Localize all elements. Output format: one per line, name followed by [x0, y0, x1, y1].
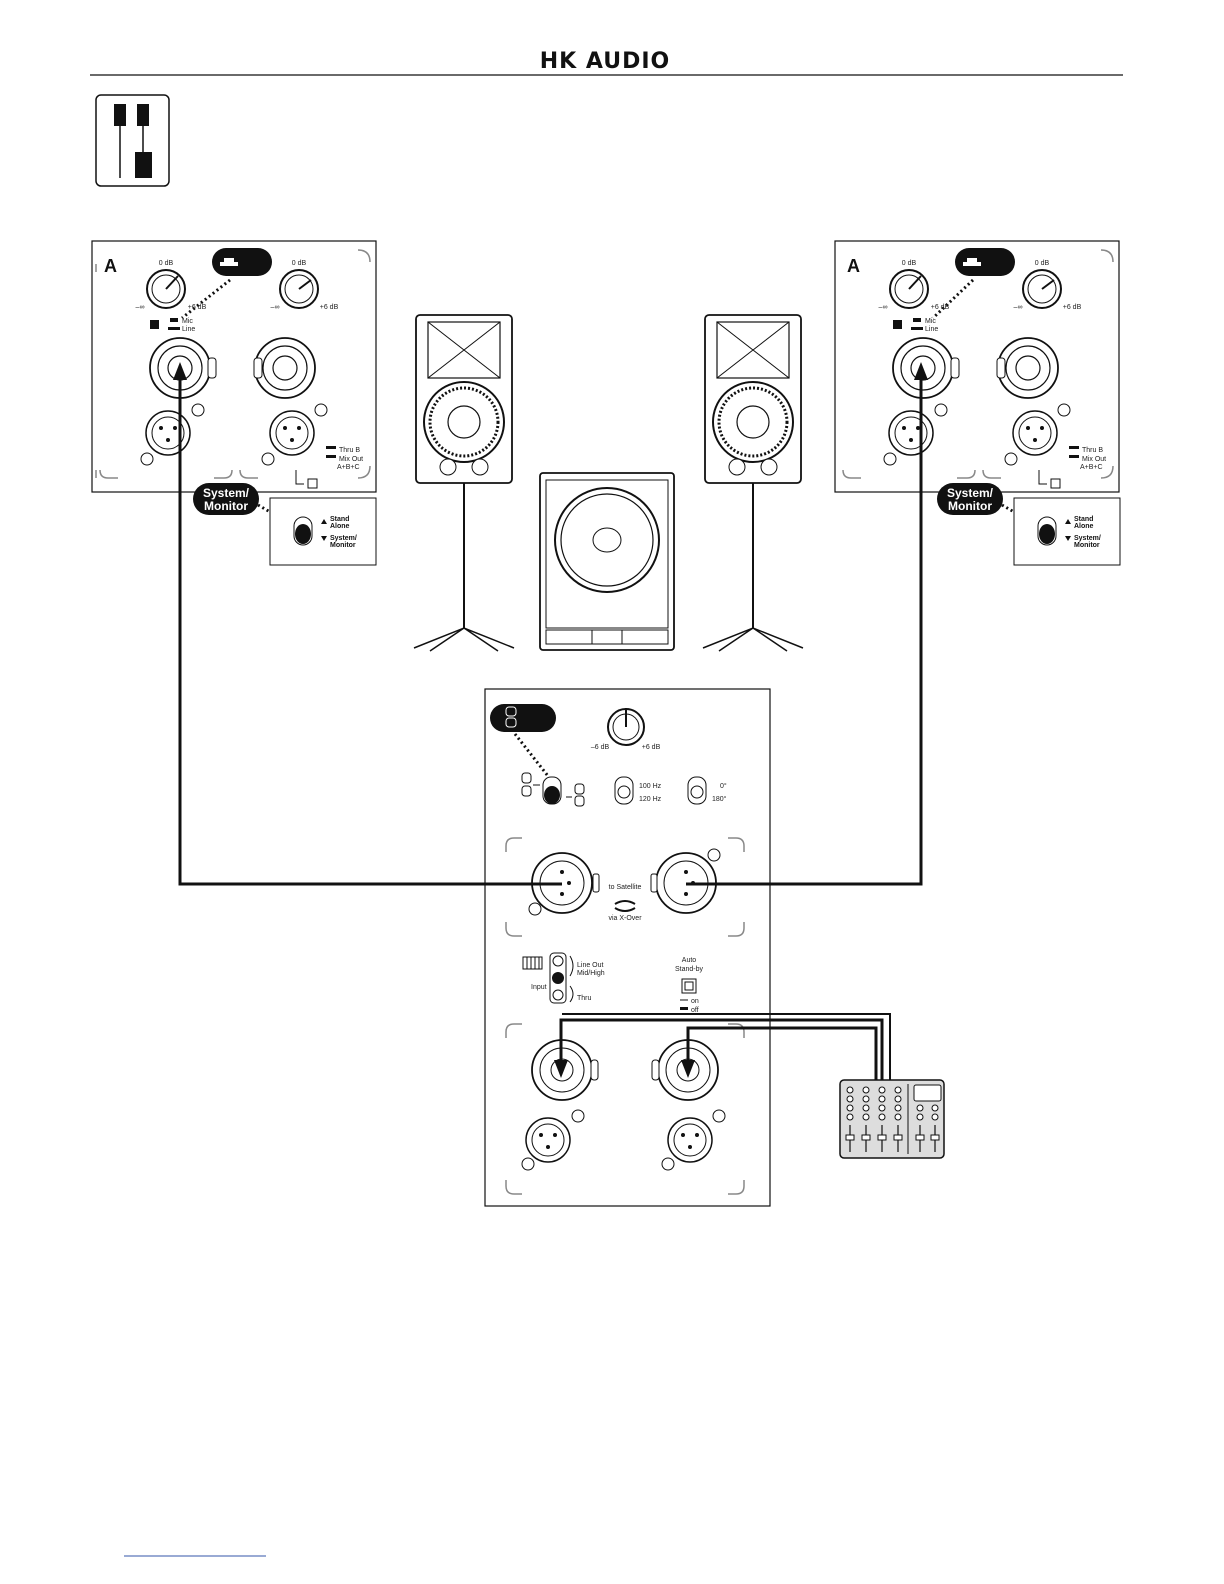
alone-label: Alone	[330, 523, 350, 530]
via-xover-label: via X-Over	[608, 915, 642, 922]
combo-jack-b[interactable]	[253, 337, 316, 399]
line-label: Line	[182, 326, 195, 333]
header: HK AUDIO	[90, 49, 1123, 76]
freq-100-label: 100 Hz	[639, 783, 662, 790]
mode-pill-line1: System/	[203, 486, 250, 500]
stand-label: Stand	[330, 516, 349, 523]
mode-pill-line2: Monitor	[204, 499, 248, 513]
gain-top-label-b: 0 dB	[292, 260, 307, 267]
cable-arrows	[173, 362, 928, 1078]
mode-pill-line1-r: System/	[947, 486, 994, 500]
satellite-panel-right: A 0 dB –∞ +6 dB 0 dB –∞ +6 dB Mic Line	[834, 240, 1120, 493]
system-label: System/	[330, 535, 357, 542]
xlr-jack-b[interactable]	[261, 403, 328, 466]
gain-top-label-rb: 0 dB	[1035, 260, 1050, 267]
xlr-jack-b-right[interactable]	[1004, 403, 1071, 466]
to-satellite-label: to Satellite	[609, 884, 642, 891]
mixer-small-icon	[522, 956, 543, 970]
line-label-r: Line	[925, 326, 938, 333]
mic-line-pill	[212, 248, 272, 276]
freq-120-label: 120 Hz	[639, 796, 662, 803]
xover-icon	[614, 900, 636, 912]
gain-max-label-b: +6 dB	[320, 304, 339, 311]
standby-off-label: off	[691, 1007, 699, 1014]
system-monitor-left: System/ Monitor Stand Alone System/ Moni…	[193, 483, 377, 566]
brand-logo: HK AUDIO	[540, 49, 670, 74]
thru-label-sub: Thru	[577, 995, 592, 1002]
thru-label: Thru B	[339, 447, 360, 454]
sub-gain-max: +6 dB	[642, 744, 661, 751]
gain-min-label-rb: –∞	[1014, 304, 1023, 311]
monitor-label: Monitor	[330, 542, 356, 549]
standby-on-label: on	[691, 998, 699, 1005]
gain-min-label-r: –∞	[879, 304, 888, 311]
gain-min-label: –∞	[136, 304, 145, 311]
sub-gain-min: –6 dB	[591, 744, 610, 751]
subwoofer	[539, 472, 675, 651]
sub-thru-xlr-left[interactable]	[521, 1109, 585, 1171]
mixer-console	[839, 1079, 945, 1159]
mic-line-switch[interactable]	[150, 320, 159, 329]
line-out-label: Line Out	[577, 962, 604, 969]
mix-out-label: Mix Out	[339, 456, 363, 463]
satellite-panel-left: A 0 dB –∞ +6 dB 0 dB –∞ +6 dB Mic Line	[91, 240, 377, 493]
mic-label: Mic	[182, 318, 193, 325]
channel-badge-a-right: A	[847, 256, 860, 276]
subwoofer-panel: –6 dB +6 dB 100 Hz 120 Hz 0° 180°	[484, 688, 771, 1207]
cables	[178, 372, 923, 1080]
input-label: Input	[531, 984, 547, 991]
phase-180-label: 180°	[712, 795, 727, 803]
mix-sum-label: A+B+C	[337, 464, 360, 471]
gain-min-label-b: –∞	[271, 304, 280, 311]
sub-thru-xlr-right[interactable]	[661, 1109, 726, 1171]
mid-high-label: Mid/High	[577, 970, 605, 977]
combo-jack-b-right[interactable]	[996, 337, 1059, 399]
mode-pill-line2-r: Monitor	[948, 499, 992, 513]
system-monitor-right: System/ Monitor Stand Alone System/ Moni…	[937, 483, 1121, 566]
mic-label-r: Mic	[925, 318, 936, 325]
gain-top-label: 0 dB	[159, 260, 174, 267]
gain-max-label-r: +6 dB	[931, 304, 950, 311]
alone-label-r: Alone	[1074, 523, 1094, 530]
chapter-icon	[95, 94, 170, 187]
gain-max-label-rb: +6 dB	[1063, 304, 1082, 311]
satellite-speaker-left	[413, 314, 515, 652]
mix-sum-label-r: A+B+C	[1080, 464, 1103, 471]
stand-label-r: Stand	[1074, 516, 1093, 523]
thru-label-r: Thru B	[1082, 447, 1103, 454]
standby-label: Stand-by	[675, 966, 704, 973]
monitor-label-r: Monitor	[1074, 542, 1100, 549]
auto-label: Auto	[682, 957, 697, 964]
system-label-r: System/	[1074, 535, 1101, 542]
gain-max-label: +6 dB	[188, 304, 207, 311]
mix-out-label-r: Mix Out	[1082, 456, 1106, 463]
phase-0-label: 0°	[720, 782, 727, 790]
satellite-speaker-right	[702, 314, 804, 652]
channel-badge-a: A	[104, 256, 117, 276]
gain-top-label-r: 0 dB	[902, 260, 917, 267]
